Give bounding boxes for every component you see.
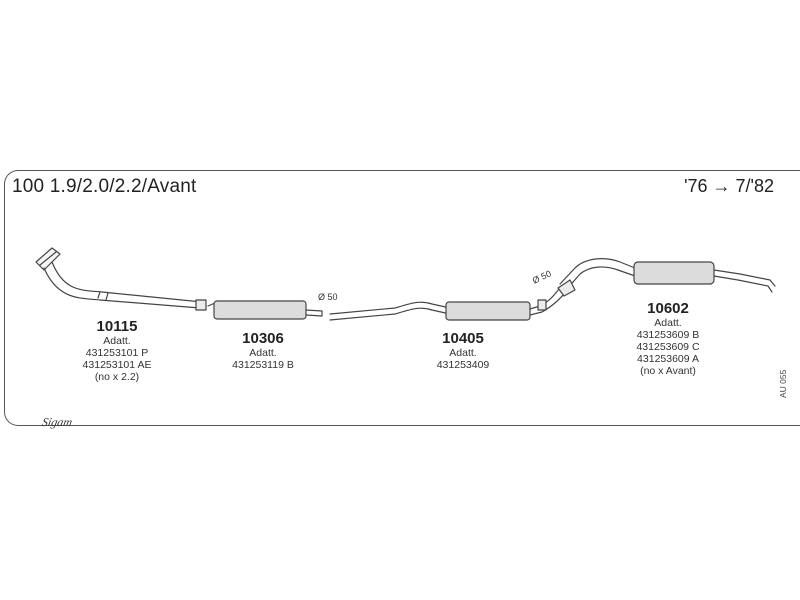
part-code: 431253609 A [637, 353, 699, 365]
part-number: 10405 [442, 330, 484, 347]
part-10405: 10405 Adatt. 431253409 [418, 330, 508, 371]
part-note: Adatt. [103, 335, 131, 347]
part-10115: 10115 Adatt. 431253101 P 431253101 AE (n… [72, 318, 162, 383]
model-years: '76 → 7/'82 [684, 176, 774, 196]
diagram-panel [4, 170, 800, 426]
diameter-label-1: Ø 50 [318, 292, 338, 302]
part-note: (no x 2.2) [94, 371, 140, 383]
part-code: 431253101 AE [82, 359, 152, 371]
part-note: Adatt. [249, 347, 277, 359]
part-code: 431253101 P [85, 347, 149, 359]
part-10306: 10306 Adatt. 431253119 B [218, 330, 308, 371]
part-note: (no x Avant) [640, 365, 696, 377]
part-note: Adatt. [449, 347, 477, 359]
diagram-title: 100 1.9/2.0/2.2/Avant [12, 176, 197, 197]
part-code: 431253609 C [636, 341, 700, 353]
part-code: 431253609 B [636, 329, 700, 341]
part-number: 10602 [647, 300, 689, 317]
part-code: 431253119 B [232, 359, 294, 371]
silencer-10602 [557, 258, 776, 297]
silencer-10306 [207, 300, 323, 320]
reference-code: AU 055 [778, 369, 788, 398]
front-pipe-10115 [35, 247, 207, 311]
part-number: 10306 [242, 330, 284, 347]
silencer-10405 [329, 287, 567, 321]
part-10602: 10602 Adatt. 431253609 B 431253609 C 431… [620, 300, 716, 377]
part-code: 431253409 [436, 359, 490, 371]
part-number: 10115 [96, 318, 138, 335]
part-note: Adatt. [654, 317, 682, 329]
brand-logo: Sigam [40, 415, 74, 429]
